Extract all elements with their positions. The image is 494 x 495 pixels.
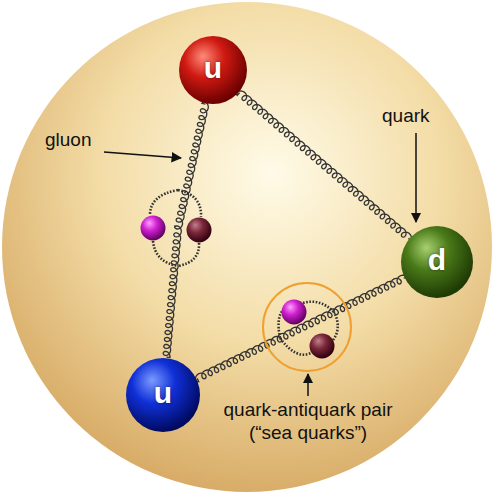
leader-arrow [104, 152, 181, 158]
gluon-loop [280, 338, 311, 355]
sea-quark [141, 216, 166, 241]
leader-arrow [307, 374, 309, 396]
gluon-loop [150, 190, 178, 215]
sea-antiquark [310, 334, 335, 359]
annotation-label: gluon [45, 128, 92, 151]
gluon-loop [178, 243, 199, 266]
sea-quark [282, 300, 307, 325]
gluon-loop [153, 241, 178, 266]
quark-ball: u [179, 36, 247, 104]
quark-ball: d [401, 226, 473, 298]
ball-fill [179, 36, 247, 104]
leader-arrow [415, 133, 417, 222]
quark-flavour: u [204, 53, 222, 83]
gluon-spring [195, 275, 407, 382]
annotation-label: quark [382, 104, 430, 127]
quark-flavour: d [428, 245, 446, 275]
gluon-loop [178, 190, 201, 217]
quark-ball: u [126, 358, 200, 432]
ball-fill [126, 358, 200, 432]
quark-flavour: u [154, 378, 172, 408]
gluon-loop [333, 312, 338, 340]
annotation-label: quark-antiquark pair (“sea quarks”) [206, 398, 410, 444]
sea-antiquark [187, 218, 212, 243]
highlight-circle [263, 283, 351, 371]
ball-fill [401, 226, 473, 298]
gluon-loop [303, 302, 334, 312]
